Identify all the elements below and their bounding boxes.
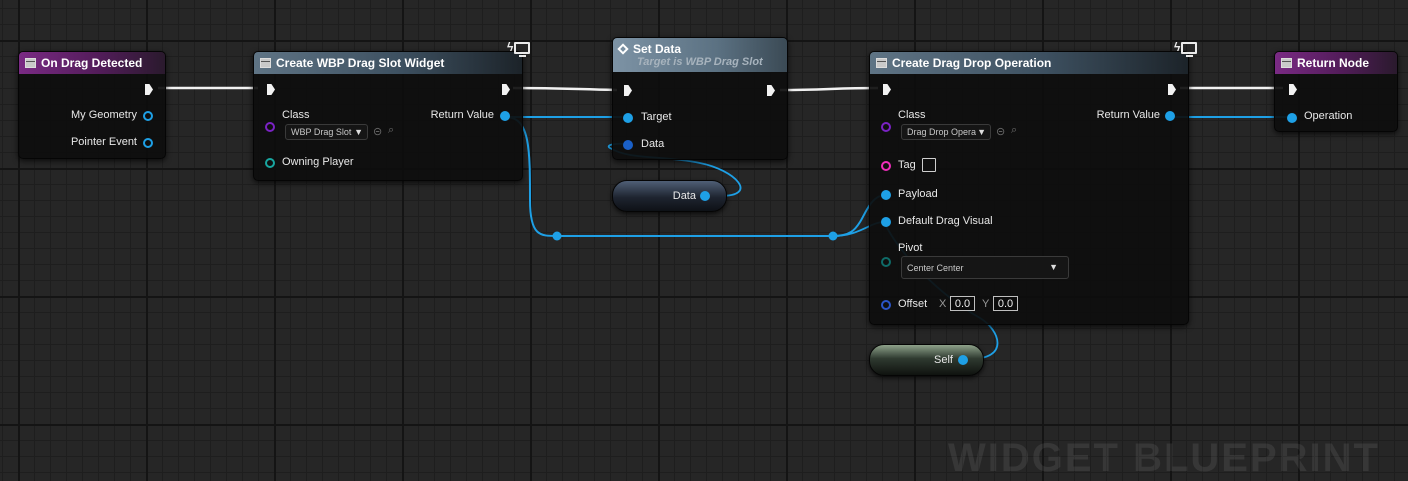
offset-label: Offset bbox=[898, 298, 928, 310]
node-title: Create WBP Drag Slot Widget bbox=[276, 56, 445, 70]
self-node[interactable]: Self bbox=[869, 344, 984, 376]
exec-input-pin[interactable] bbox=[267, 84, 275, 95]
monitor-icon bbox=[514, 42, 530, 57]
return-value-pin[interactable] bbox=[1165, 111, 1175, 121]
chevron-down-icon: ▼ bbox=[977, 127, 986, 137]
data-variable-label: Data bbox=[672, 190, 696, 202]
tag-input[interactable] bbox=[922, 158, 936, 172]
node-header: Create Drag Drop Operation bbox=[870, 52, 1188, 74]
target-pin[interactable] bbox=[623, 113, 633, 123]
browse-search-icon[interactable]: ⌕ bbox=[1011, 124, 1018, 136]
return-value-label: Return Value bbox=[1096, 109, 1160, 121]
node-title: Return Node bbox=[1297, 56, 1369, 70]
self-label: Self bbox=[934, 354, 953, 366]
offset-y-input[interactable]: 0.0 bbox=[993, 296, 1018, 311]
class-dropdown[interactable]: WBP Drag Slot ▼ bbox=[285, 124, 368, 140]
function-icon bbox=[876, 58, 887, 68]
offset-x-input[interactable]: 0.0 bbox=[950, 296, 975, 311]
target-label: Target bbox=[641, 111, 672, 123]
data-label: Data bbox=[641, 138, 665, 150]
function-icon bbox=[260, 58, 271, 68]
payload-label: Payload bbox=[898, 188, 938, 200]
class-label: Class bbox=[282, 109, 310, 121]
event-icon bbox=[25, 58, 36, 68]
class-pin[interactable] bbox=[265, 122, 275, 132]
node-title: On Drag Detected bbox=[41, 56, 143, 70]
node-header: Create WBP Drag Slot Widget bbox=[254, 52, 522, 74]
default-drag-visual-pin[interactable] bbox=[881, 217, 891, 227]
browse-search-icon[interactable]: ⌕ bbox=[388, 124, 395, 136]
return-value-label: Return Value bbox=[430, 109, 494, 121]
class-dropdown[interactable]: Drag Drop Opera ▼ bbox=[901, 124, 991, 140]
exec-output-pin[interactable] bbox=[502, 84, 510, 95]
class-pin[interactable] bbox=[881, 122, 891, 132]
exec-output-pin[interactable] bbox=[145, 84, 153, 95]
exec-output-pin[interactable] bbox=[1168, 84, 1176, 95]
lightning-icon: ϟ bbox=[507, 40, 514, 54]
lightning-icon: ϟ bbox=[1174, 40, 1181, 54]
set-diamond-icon bbox=[617, 43, 629, 55]
create-widget-node[interactable]: Create WBP Drag Slot Widget Class WBP Dr… bbox=[253, 51, 523, 181]
return-value-pin[interactable] bbox=[500, 111, 510, 121]
exec-input-pin[interactable] bbox=[624, 85, 632, 96]
data-variable-node[interactable]: Data bbox=[612, 180, 727, 212]
watermark: WIDGET BLUEPRINT bbox=[948, 436, 1380, 480]
pivot-label: Pivot bbox=[898, 242, 923, 254]
node-title: Create Drag Drop Operation bbox=[892, 56, 1052, 70]
pin-label-pointer-event: Pointer Event bbox=[70, 136, 137, 148]
pointer-event-pin[interactable] bbox=[143, 138, 153, 148]
use-selected-icon[interactable]: ⊝ bbox=[996, 126, 1006, 138]
data-variable-pin[interactable] bbox=[700, 191, 710, 201]
on-drag-detected-node[interactable]: On Drag Detected My Geometry Pointer Eve… bbox=[18, 51, 166, 159]
offset-x-label: X bbox=[939, 298, 947, 310]
chevron-down-icon: ▼ bbox=[354, 127, 363, 137]
create-drag-drop-node[interactable]: Create Drag Drop Operation Class Drag Dr… bbox=[869, 51, 1189, 325]
self-pin[interactable] bbox=[958, 355, 968, 365]
set-data-node[interactable]: Set Data Target is WBP Drag Slot Target … bbox=[612, 37, 788, 160]
default-drag-visual-label: Default Drag Visual bbox=[898, 215, 993, 227]
my-geometry-pin[interactable] bbox=[143, 111, 153, 121]
offset-pin[interactable] bbox=[881, 300, 891, 310]
pivot-pin[interactable] bbox=[881, 257, 891, 267]
node-header: Set Data Target is WBP Drag Slot bbox=[613, 38, 787, 72]
node-title: Set Data bbox=[617, 42, 681, 56]
tag-label: Tag bbox=[898, 159, 916, 171]
return-node[interactable]: Return Node Operation bbox=[1274, 51, 1398, 132]
offset-y-label: Y bbox=[982, 298, 990, 310]
use-selected-icon[interactable]: ⊝ bbox=[373, 126, 383, 138]
node-header: Return Node bbox=[1275, 52, 1397, 74]
exec-input-pin[interactable] bbox=[1289, 84, 1297, 95]
exec-input-pin[interactable] bbox=[883, 84, 891, 95]
tag-pin[interactable] bbox=[881, 161, 891, 171]
operation-pin[interactable] bbox=[1287, 113, 1297, 123]
chevron-down-icon: ▼ bbox=[1049, 262, 1058, 272]
pin-label-geometry: My Geometry bbox=[70, 109, 137, 121]
owning-player-label: Owning Player bbox=[282, 156, 354, 168]
owning-player-pin[interactable] bbox=[265, 158, 275, 168]
monitor-icon bbox=[1181, 42, 1197, 57]
pivot-dropdown[interactable]: Center Center ▼ bbox=[901, 256, 1069, 279]
function-icon bbox=[1281, 58, 1292, 68]
class-label: Class bbox=[898, 109, 926, 121]
node-header: On Drag Detected bbox=[19, 52, 165, 74]
node-subtitle: Target is WBP Drag Slot bbox=[637, 56, 763, 68]
operation-label: Operation bbox=[1304, 110, 1353, 122]
exec-output-pin[interactable] bbox=[767, 85, 775, 96]
data-pin[interactable] bbox=[623, 140, 633, 150]
payload-pin[interactable] bbox=[881, 190, 891, 200]
